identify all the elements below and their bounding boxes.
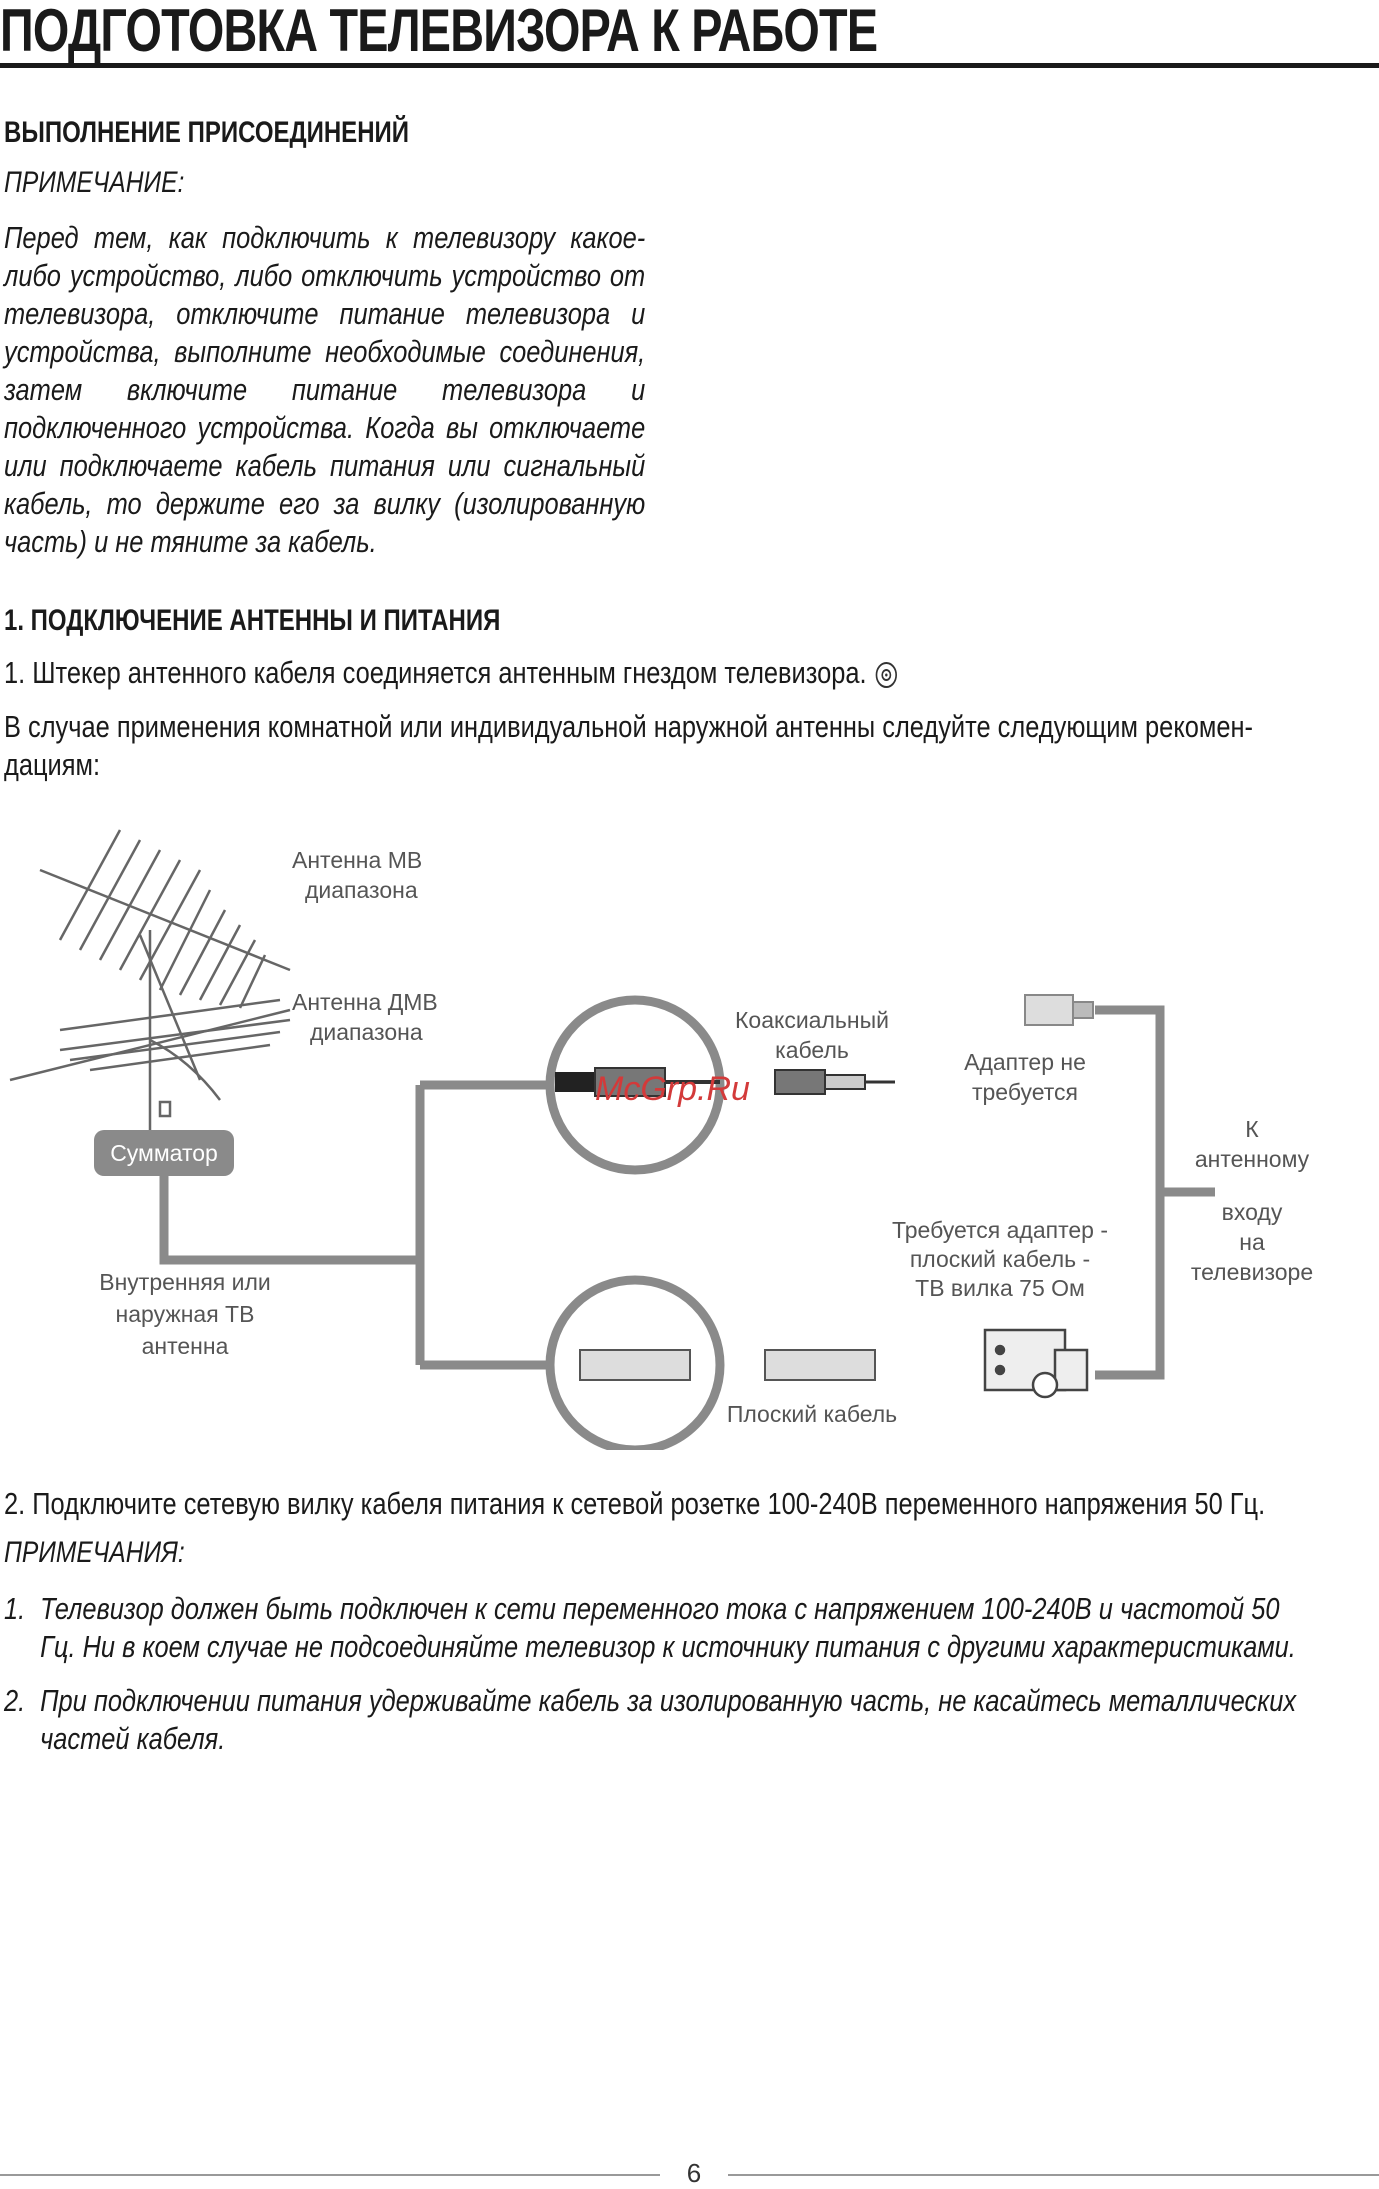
no-adapter-label-1: Адаптер не bbox=[964, 1049, 1086, 1075]
adapter-illustration bbox=[983, 1328, 1089, 1399]
no-adapter-label-2: требуется bbox=[972, 1079, 1078, 1105]
note-item-text: При подключении питания удерживайте кабе… bbox=[40, 1683, 1297, 1756]
note-item-number: 1. bbox=[4, 1591, 26, 1626]
recommend-line-1: В случае применения комнатной или индиви… bbox=[4, 709, 1253, 744]
footer-rule-right bbox=[728, 2174, 1379, 2176]
step-2-text: 2. Подключите сетевую вилку кабеля питан… bbox=[4, 1486, 1266, 1521]
mv-antenna-illustration bbox=[39, 829, 291, 1130]
section-heading-connections: ВЫПОЛНЕНИЕ ПРИСОЕДИНЕНИЙ bbox=[4, 116, 410, 149]
antenna-type-label-1: Внутренняя или bbox=[99, 1269, 270, 1295]
mv-antenna-label-1: Антенна МВ bbox=[292, 847, 422, 873]
page-title: ПОДГОТОВКА ТЕЛЕВИЗОРА К РАБОТЕ bbox=[0, 0, 878, 64]
dmv-antenna-label-1: Антенна ДМВ bbox=[292, 989, 438, 1015]
step-1-label: 1. Штекер антенного кабеля соединяется а… bbox=[4, 655, 867, 690]
step-1-text: 1. Штекер антенного кабеля соединяется а… bbox=[4, 654, 898, 692]
tv-input-label-4: на bbox=[1239, 1229, 1265, 1255]
connection-lines bbox=[159, 1005, 1215, 1380]
antenna-type-label-3: антенна bbox=[142, 1333, 229, 1359]
combiner-block: Сумматор bbox=[94, 1130, 234, 1176]
flat-cable-label: Плоский кабель bbox=[727, 1401, 897, 1427]
tv-input-label-2: антенному bbox=[1195, 1146, 1310, 1172]
coax-cable-label-1: Коаксиальный bbox=[735, 1007, 889, 1033]
tv-input-label-5: телевизоре bbox=[1191, 1259, 1313, 1285]
flat-cable-magnifier bbox=[545, 1275, 725, 1450]
tv-input-label-1: К bbox=[1245, 1116, 1259, 1142]
coax-cable-label-2: кабель bbox=[775, 1037, 849, 1063]
flat-cable-piece bbox=[764, 1349, 876, 1381]
note-item-text: Телевизор должен быть подключен к сети п… bbox=[40, 1591, 1296, 1664]
antenna-type-label-2: наружная ТВ bbox=[116, 1301, 255, 1327]
notes-label: ПРИМЕЧАНИЯ: bbox=[4, 1536, 185, 1569]
coax-cable-magnifier bbox=[545, 995, 725, 1175]
note-item-number: 2. bbox=[4, 1683, 26, 1718]
section-heading-antenna: 1. ПОДКЛЮЧЕНИЕ АНТЕННЫ И ПИТАНИЯ bbox=[4, 604, 501, 637]
recommend-line-2: дациям: bbox=[4, 747, 101, 782]
adapter-needed-label-2: плоский кабель - bbox=[910, 1246, 1090, 1272]
combiner-label: Сумматор bbox=[110, 1140, 218, 1166]
dmv-antenna-label-2: диапазона bbox=[310, 1019, 423, 1045]
mv-antenna-label-2: диапазона bbox=[305, 877, 418, 903]
antenna-socket-icon bbox=[875, 661, 897, 688]
adapter-needed-label-3: ТВ вилка 75 Ом bbox=[915, 1275, 1085, 1301]
note-label: ПРИМЕЧАНИЕ: bbox=[4, 166, 185, 199]
page-number: 6 bbox=[686, 2158, 702, 2188]
note-paragraph: Перед тем, как подключить к телевизору к… bbox=[4, 220, 646, 559]
coax-cable-piece bbox=[774, 1069, 895, 1095]
footer-rule-left bbox=[0, 2174, 660, 2176]
tv-input-label-3: входу bbox=[1222, 1199, 1283, 1225]
dmv-antenna-illustration bbox=[9, 998, 291, 1118]
watermark: McGrp.Ru bbox=[595, 1070, 750, 1108]
title-rule bbox=[0, 63, 1379, 68]
antenna-connection-diagram: Сумматор Антенна bbox=[9, 829, 1313, 1450]
tv-plug-illustration bbox=[1024, 994, 1094, 1026]
adapter-needed-label-1: Требуется адаптер - bbox=[892, 1217, 1108, 1243]
